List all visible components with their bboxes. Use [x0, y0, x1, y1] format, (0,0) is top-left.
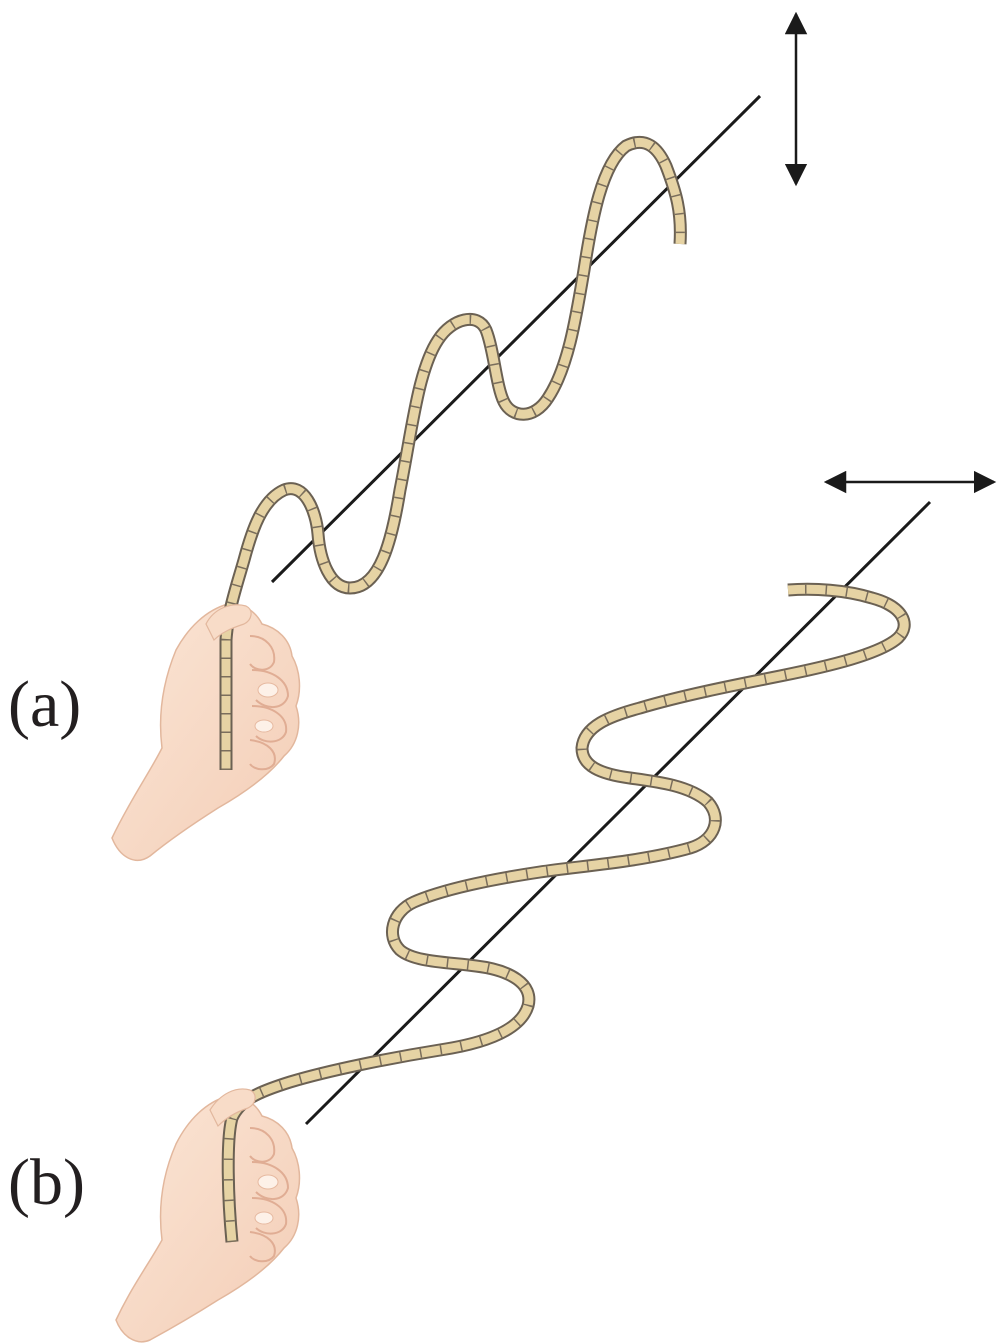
panel-label-a: (a)	[8, 672, 81, 738]
hand-icon-b	[116, 1096, 299, 1342]
propagation-axis-a	[272, 96, 760, 582]
rope-b	[228, 589, 904, 1242]
hand-icon-a	[112, 604, 299, 860]
panel-a	[112, 14, 796, 860]
panel-label-b: (b)	[8, 1150, 85, 1216]
